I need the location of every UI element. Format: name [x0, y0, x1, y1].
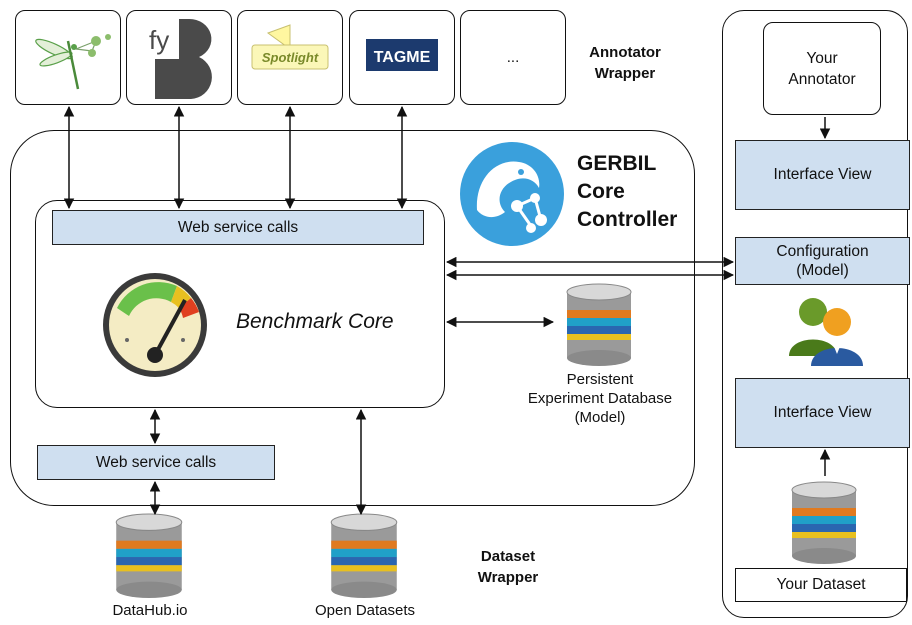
- your-dataset-box: Your Dataset: [735, 568, 907, 602]
- gerbil-logo-icon: [460, 142, 564, 246]
- users-icon: [789, 298, 863, 366]
- gerbil-title-line1: GERBIL: [577, 152, 657, 175]
- spotlight-text: Spotlight: [262, 50, 319, 65]
- database-icon-persistent: [566, 283, 632, 366]
- configuration-model-box: Configuration (Model): [735, 237, 910, 285]
- your-annotator-line1: Your: [806, 49, 838, 67]
- database-icon-datahub: [115, 513, 183, 598]
- dataset-wrapper-line2: Wrapper: [477, 569, 539, 586]
- db-label-line2: Experiment Database: [527, 390, 673, 407]
- datahub-label: DataHub.io: [112, 602, 188, 619]
- your-annotator-line2: Annotator: [788, 70, 856, 88]
- annotator-box-dragonfly: [15, 10, 121, 105]
- annotator-box-tagme: TAGME: [349, 10, 455, 105]
- tagme-text: TAGME: [374, 49, 431, 66]
- gerbil-title-line3: Controller: [577, 208, 678, 231]
- annotator-wrapper-title: Annotator Wrapper: [575, 42, 675, 84]
- your-annotator-box: Your Annotator: [763, 22, 881, 115]
- interface-view-bottom: Interface View: [735, 378, 910, 448]
- annotator-box-fy-b: fy: [126, 10, 232, 105]
- annotator-wrapper-line2: Wrapper: [594, 65, 656, 82]
- db-label-line3: (Model): [574, 409, 626, 426]
- ellipsis-label: ...: [506, 49, 520, 66]
- annotator-box-spotlight: Spotlight: [237, 10, 343, 105]
- fy-b-logo-icon: fy: [145, 18, 212, 100]
- config-line2: (Model): [796, 262, 849, 279]
- config-line1: Configuration: [776, 243, 869, 260]
- database-icon-open: [330, 513, 398, 598]
- fy-text: fy: [149, 25, 169, 55]
- gerbil-title-line2: Core: [577, 180, 625, 203]
- dragonfly-icon: [35, 34, 111, 90]
- dataset-wrapper-line1: Dataset: [480, 548, 536, 565]
- persistent-db-label: Persistent Experiment Database (Model): [500, 370, 700, 427]
- annotator-wrapper-line1: Annotator: [589, 44, 661, 61]
- tagme-logo-icon: TAGME: [366, 39, 438, 71]
- interface-view-top: Interface View: [735, 140, 910, 210]
- annotator-box-more: ...: [460, 10, 566, 105]
- gerbil-core-title: GERBIL Core Controller: [577, 150, 677, 234]
- dataset-wrapper-title: Dataset Wrapper: [458, 546, 558, 588]
- benchmark-core-label: Benchmark Core: [236, 310, 394, 333]
- top-web-service-calls: Web service calls: [52, 210, 424, 245]
- gauge-icon: [103, 273, 207, 377]
- db-label-line1: Persistent: [566, 371, 634, 388]
- database-icon-your-dataset: [791, 481, 857, 564]
- spotlight-logo-icon: Spotlight: [251, 24, 329, 70]
- bottom-web-service-calls: Web service calls: [37, 445, 275, 480]
- open-datasets-label: Open Datasets: [314, 602, 416, 619]
